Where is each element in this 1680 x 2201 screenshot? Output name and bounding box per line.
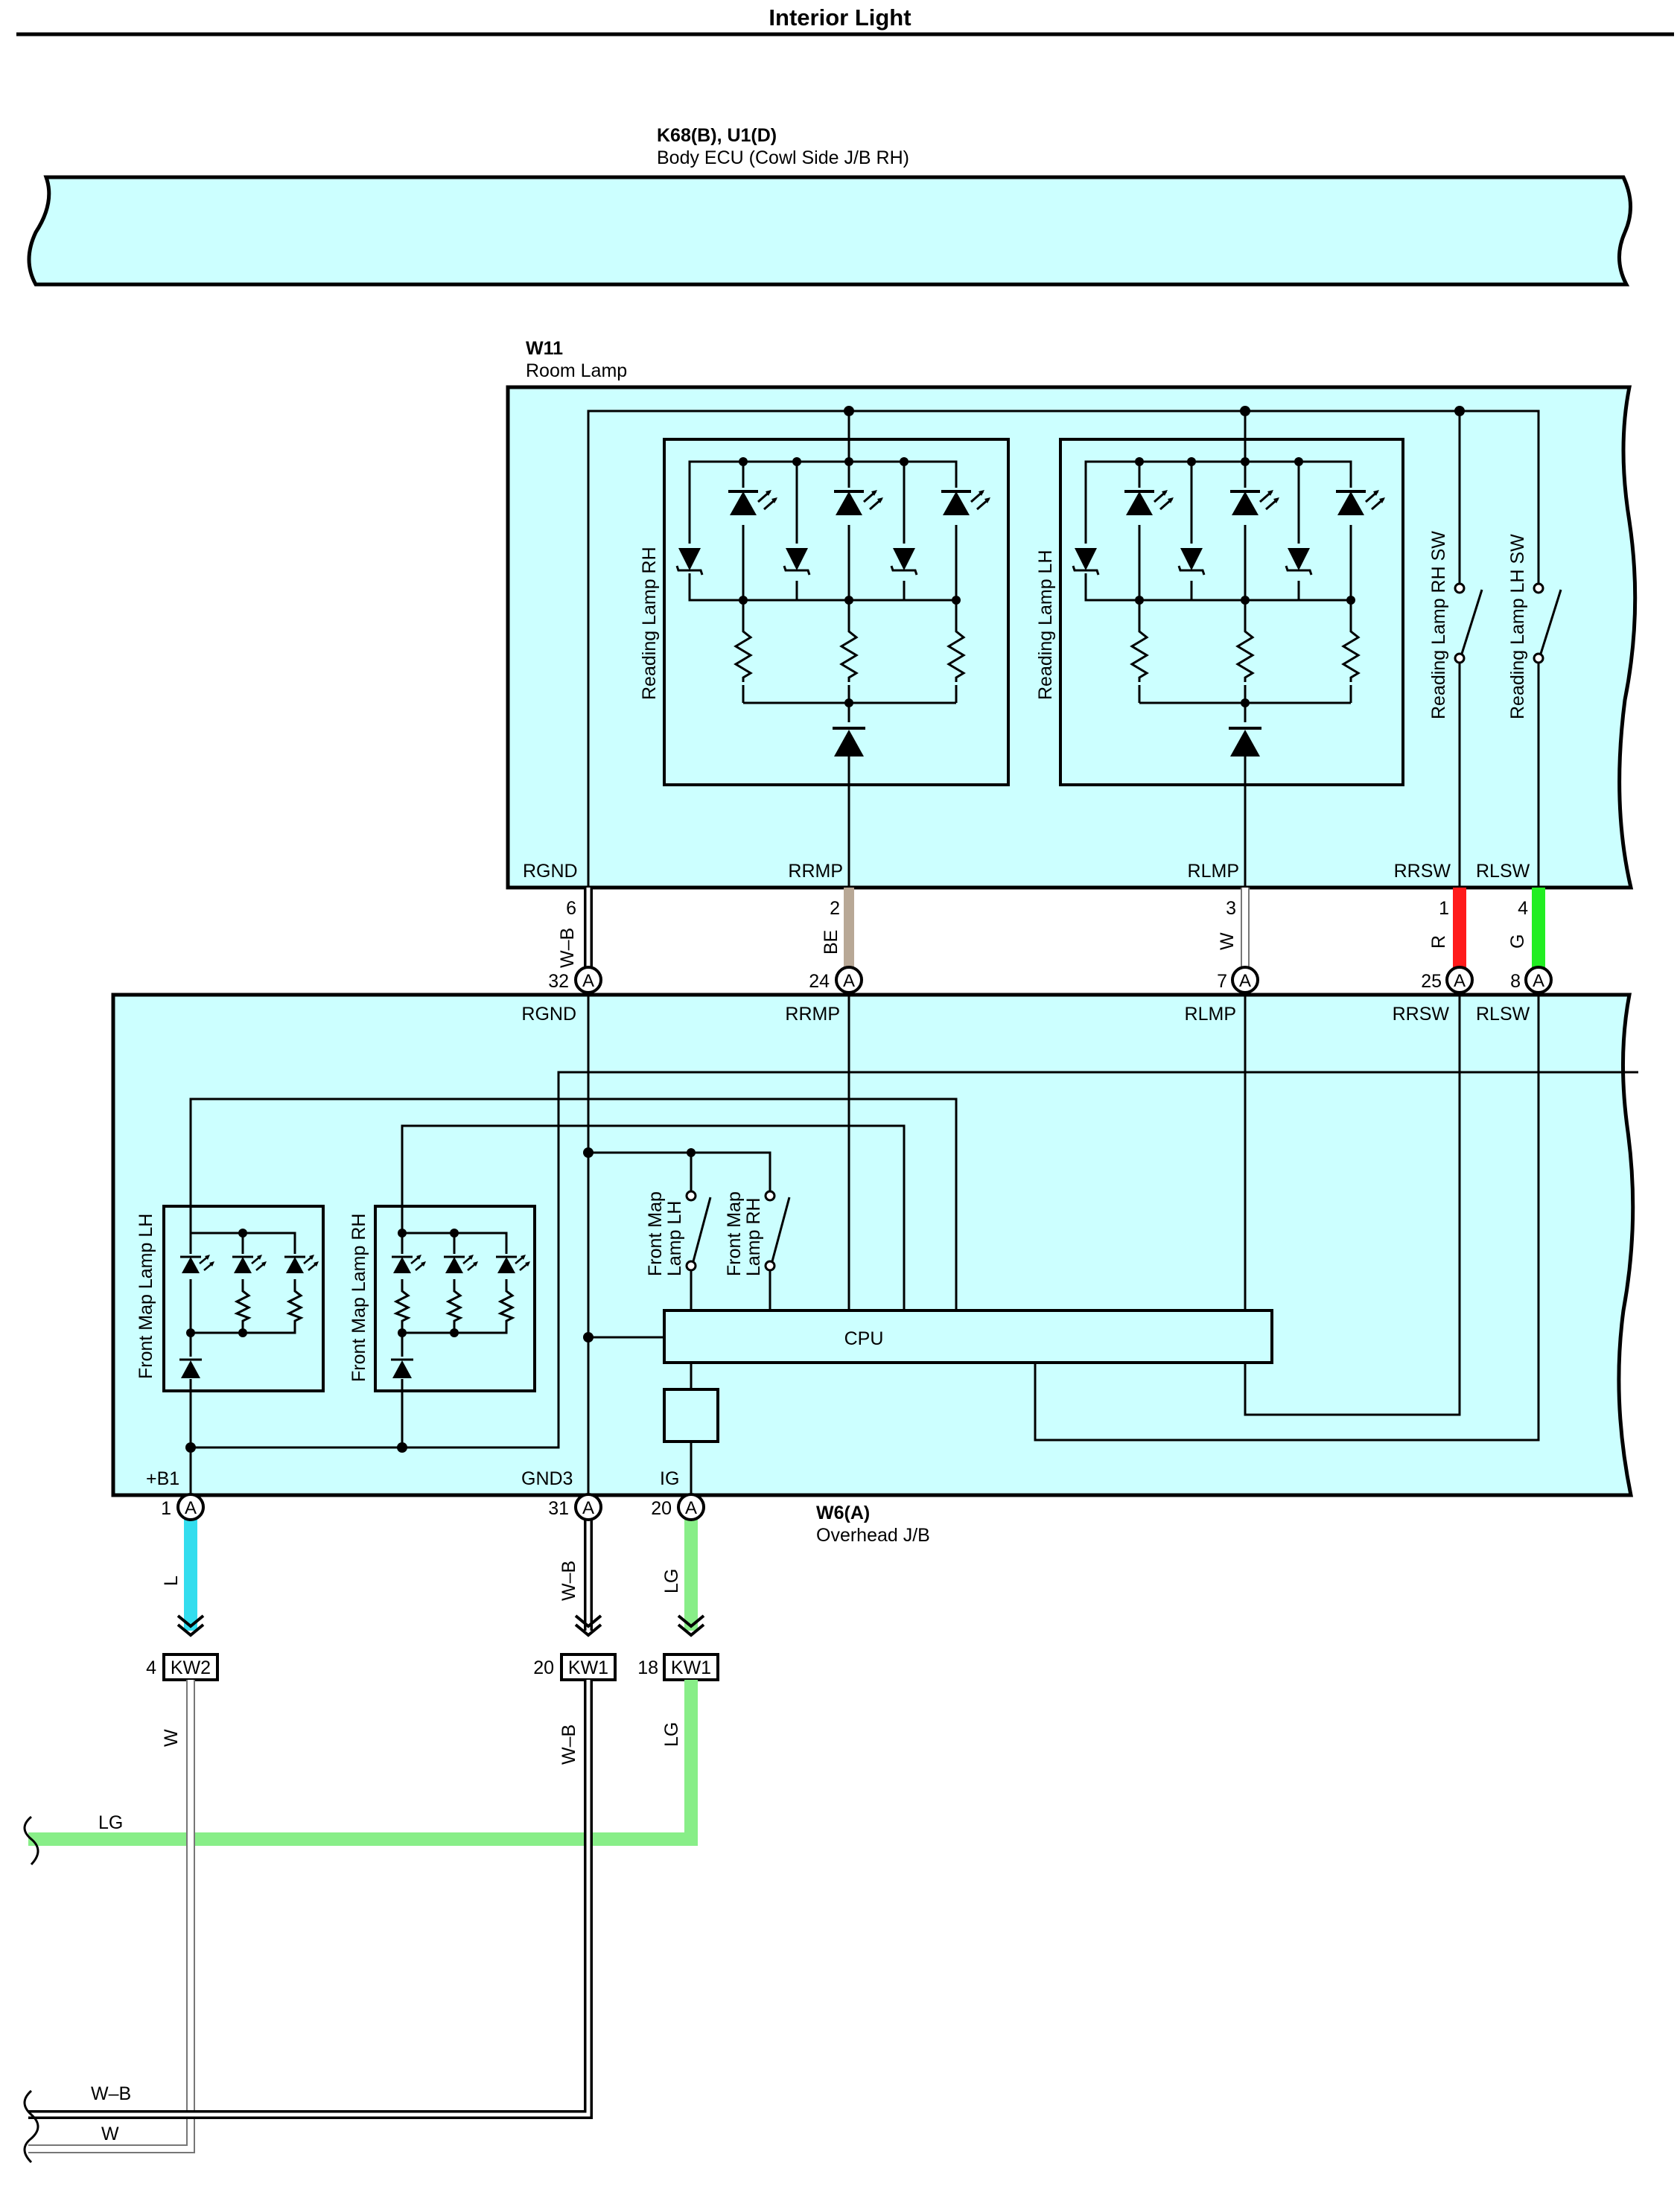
page-title: Interior Light (769, 4, 911, 31)
ovh-pin-rlsw: 8 (1510, 971, 1521, 992)
overhead-circuit (162, 993, 1638, 1495)
cpu-label: CPU (844, 1328, 884, 1349)
ovh-term-b1: +B1 (146, 1468, 179, 1489)
conn-a-gnd3: A (582, 1498, 594, 1518)
ovh-pin-rgnd: 32 (548, 971, 569, 992)
reading-lamp-lh-sw-label: Reading Lamp LH SW (1507, 534, 1528, 719)
ovh-term-rrmp: RRMP (785, 1004, 840, 1025)
connector-kw1-ig (663, 1653, 719, 1681)
overhead-jb-code: W6(A) (816, 1503, 870, 1523)
ovh-term-ig: IG (660, 1468, 679, 1489)
ig-regulator-block (663, 1388, 719, 1443)
ovh-term-rgnd: RGND (521, 1004, 576, 1025)
conn-a-rrmp: A (843, 971, 855, 991)
room-pin-rrsw: 1 (1439, 898, 1449, 919)
wire-kw1a-color: W–B (559, 1724, 579, 1765)
ovh-pin-rrsw: 25 (1421, 971, 1442, 992)
room-lamp-circuit: Reading Lamp RH (587, 406, 1562, 888)
overhead-jb-name: Overhead J/B (816, 1525, 930, 1546)
conn-a-rlmp: A (1239, 971, 1251, 991)
room-pin-rgnd: 6 (566, 898, 576, 919)
ovh-pin-b1: 1 (161, 1498, 171, 1519)
kw1b-pin: 18 (637, 1657, 658, 1678)
wire-rrmp-color: BE (821, 930, 841, 955)
body-ecu-code: K68(B), U1(D) (657, 125, 777, 146)
body-ecu-box (27, 175, 1633, 287)
front-map-lamp-lh-label: Front Map Lamp LH (136, 1214, 156, 1379)
bus-wb-label: W–B (91, 2083, 131, 2104)
overhead-top-connectors (574, 966, 1553, 994)
ovh-term-rlmp: RLMP (1185, 1004, 1236, 1025)
conn-a-rgnd: A (582, 971, 594, 991)
wire-kw1b-color: LG (661, 1722, 682, 1747)
body-ecu-name: Body ECU (Cowl Side J/B RH) (657, 147, 909, 168)
room-term-rlmp: RLMP (1188, 861, 1239, 882)
overhead-jb-box (111, 993, 1635, 1497)
conn-a-rlsw: A (1533, 971, 1544, 991)
wire-rlsw-color: G (1507, 934, 1528, 949)
kw2-name: KW2 (171, 1657, 211, 1678)
reading-lamp-lh (1059, 438, 1404, 786)
front-map-lh-sw-label-2: Lamp LH (664, 1201, 685, 1276)
front-map-lamp-rh-label: Front Map Lamp RH (349, 1214, 369, 1382)
ovh-term-rrsw: RRSW (1393, 1004, 1450, 1025)
wire-ig-color: LG (661, 1569, 682, 1593)
upper-harness (584, 888, 1545, 980)
ovh-pin-rlmp: 7 (1217, 971, 1227, 992)
cpu-block (663, 1309, 1273, 1364)
wire-rlmp-color: W (1217, 932, 1238, 950)
wire-rrsw-color: R (1428, 935, 1449, 949)
lower-harness (176, 1493, 705, 1637)
room-term-rrmp: RRMP (788, 861, 843, 882)
front-map-rh-sw-label-2: Lamp RH (743, 1197, 764, 1276)
front-map-rh-sw-label-1: Front Map (724, 1191, 745, 1276)
kw1a-pin: 20 (533, 1657, 554, 1678)
kw1b-name: KW1 (671, 1657, 711, 1678)
wire-rgnd-color: W–B (557, 928, 578, 968)
wire-kw2-color: W (161, 1729, 182, 1747)
ovh-term-rlsw: RLSW (1476, 1004, 1530, 1025)
conn-a-ig: A (685, 1498, 697, 1518)
conn-a-rrsw: A (1454, 971, 1466, 991)
ovh-pin-rrmp: 24 (809, 971, 830, 992)
bus-w-label: W (101, 2124, 119, 2144)
front-map-lh-sw-label-1: Front Map (645, 1191, 666, 1276)
ovh-pin-gnd3: 31 (548, 1498, 569, 1519)
kw2-pin: 4 (146, 1657, 156, 1678)
bus-lg-label: LG (98, 1812, 123, 1833)
room-pin-rlmp: 3 (1226, 898, 1236, 919)
ovh-pin-ig: 20 (651, 1498, 672, 1519)
room-term-rrsw: RRSW (1394, 861, 1451, 882)
room-lamp-name: Room Lamp (526, 360, 627, 381)
reading-lamp-rh-label: Reading Lamp RH (639, 547, 660, 700)
conn-a-b1: A (185, 1498, 197, 1518)
reading-lamp-rh (663, 438, 1010, 786)
wire-gnd3-color: W–B (559, 1561, 579, 1601)
lower-bus (23, 1680, 698, 2164)
reading-lamp-lh-label: Reading Lamp LH (1035, 550, 1056, 700)
wire-b1-color: L (161, 1576, 182, 1586)
room-pin-rrmp: 2 (830, 898, 840, 919)
room-pin-rlsw: 4 (1518, 898, 1528, 919)
room-lamp-code: W11 (526, 338, 563, 359)
kw-connectors (162, 1653, 719, 1681)
reading-lamp-rh-sw-label: Reading Lamp RH SW (1428, 531, 1449, 719)
ovh-term-gnd3: GND3 (521, 1468, 573, 1489)
kw1a-name: KW1 (568, 1657, 608, 1678)
room-term-rlsw: RLSW (1476, 861, 1530, 882)
room-term-rgnd: RGND (523, 861, 578, 882)
